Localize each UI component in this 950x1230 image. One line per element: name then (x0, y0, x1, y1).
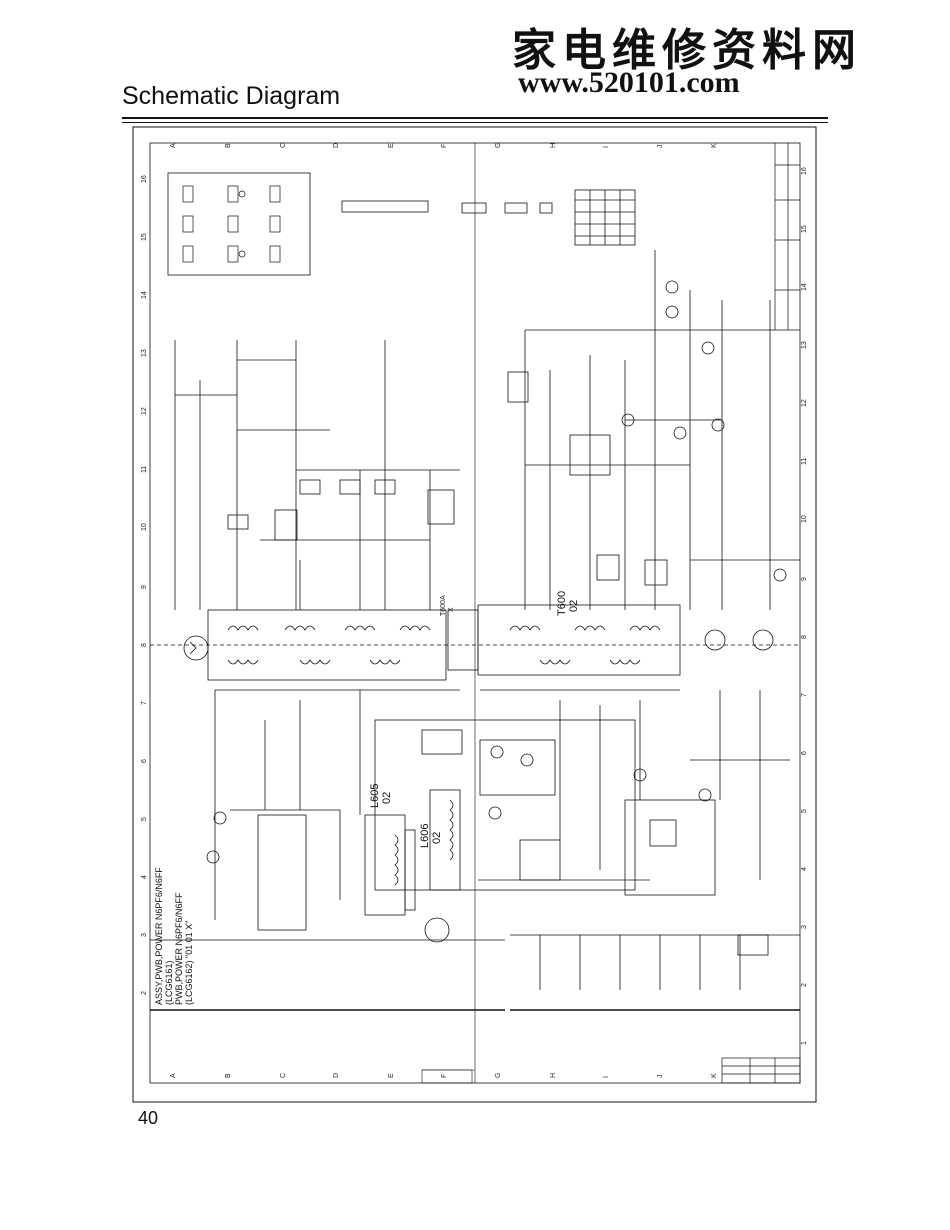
grid-row-right-16: 16 (801, 167, 808, 175)
grid-row-left-4: 4 (141, 875, 148, 879)
svg-text:T600A: T600A (440, 595, 447, 616)
grid-col-bottom-H: H (550, 1073, 557, 1078)
grid-col-top-E: E (388, 143, 395, 148)
header-rule-thin (122, 122, 828, 123)
grid-columns-top: A B C D E F G H I J K (170, 143, 718, 148)
grid-row-left-14: 14 (141, 291, 148, 299)
label-t600: T600 02 (556, 591, 580, 616)
grid-col-bottom-F: F (441, 1074, 448, 1078)
title-block-bottom (721, 1057, 801, 1084)
grid-col-top-H: H (550, 143, 557, 148)
svg-text:02: 02 (381, 792, 393, 804)
grid-col-bottom-B: B (225, 1073, 232, 1078)
grid-row-left-2: 2 (141, 991, 148, 995)
grid-col-top-K: K (711, 143, 718, 148)
bottom-center-box (421, 1069, 473, 1084)
svg-text:X: X (448, 607, 455, 612)
grid-row-right-11: 11 (801, 458, 808, 465)
grid-col-top-B: B (225, 143, 232, 148)
grid-row-left-6: 6 (141, 759, 148, 763)
grid-col-top-A: A (170, 143, 177, 148)
grid-row-left-9: 9 (141, 585, 148, 589)
grid-col-top-F: F (441, 144, 448, 148)
svg-text:02: 02 (431, 832, 443, 844)
grid-col-bottom-D: D (333, 1073, 340, 1078)
grid-col-bottom-I: I (603, 1076, 610, 1078)
grid-col-top-J: J (657, 145, 664, 149)
grid-col-top-G: G (495, 143, 502, 148)
grid-row-right-8: 8 (801, 635, 808, 639)
connectors-top (341, 189, 636, 246)
label-t600a: T600A X (440, 595, 455, 616)
grid-row-left-15: 15 (141, 233, 148, 241)
grid-row-right-4: 4 (801, 867, 808, 871)
header-rule-thick (122, 117, 828, 119)
legend-symbols (182, 185, 281, 263)
grid-col-bottom-E: E (388, 1073, 395, 1078)
grid-row-right-14: 14 (801, 283, 808, 291)
grid-row-left-10: 10 (141, 523, 148, 531)
grid-col-bottom-J: J (657, 1075, 664, 1079)
label-l605: L605 02 (369, 784, 393, 808)
model-text-block: ASSY,PWB,POWER N6PF6/N6FF (LCG6161) PWB,… (154, 867, 194, 1005)
grid-row-left-5: 5 (141, 817, 148, 821)
svg-text:L605: L605 (369, 784, 381, 808)
watermark-url: www.520101.com (518, 66, 740, 99)
circuit-wiring (150, 143, 800, 1083)
svg-text:PWB,POWER N6PF6/N6FF: PWB,POWER N6PF6/N6FF (174, 892, 184, 1005)
grid-col-bottom-A: A (170, 1073, 177, 1078)
grid-row-right-1: 1 (801, 1041, 808, 1045)
grid-col-top-C: C (280, 143, 287, 148)
grid-row-right-2: 2 (801, 983, 808, 987)
watermark-chinese-logo: 家电维修资料网 (512, 25, 862, 76)
grid-row-right-5: 5 (801, 809, 808, 813)
grid-row-left-8: 8 (141, 643, 148, 647)
grid-row-left-11: 11 (141, 466, 148, 473)
grid-col-top-I: I (603, 146, 610, 148)
title-block-right (774, 143, 800, 330)
grid-row-right-3: 3 (801, 925, 808, 929)
grid-col-bottom-C: C (280, 1073, 287, 1078)
schematic-outer-frame (132, 126, 817, 1103)
svg-text:T600: T600 (556, 591, 568, 616)
grid-row-right-7: 7 (801, 693, 808, 697)
grid-row-left-16: 16 (141, 175, 148, 183)
grid-col-top-D: D (333, 143, 340, 148)
component-legend-box (167, 172, 311, 276)
grid-columns-bottom: A B C D E F G H I J K (170, 1073, 718, 1078)
grid-row-left-3: 3 (141, 933, 148, 937)
svg-text:(LCG6161): (LCG6161) (164, 960, 174, 1005)
grid-row-right-6: 6 (801, 751, 808, 755)
grid-row-right-10: 10 (801, 515, 808, 523)
grid-row-left-7: 7 (141, 701, 148, 705)
svg-text:L606: L606 (419, 824, 431, 848)
grid-row-right-9: 9 (801, 577, 808, 581)
grid-row-right-15: 15 (801, 225, 808, 233)
grid-row-right-13: 13 (801, 341, 808, 349)
grid-row-right-12: 12 (801, 399, 808, 407)
grid-row-left-13: 13 (141, 349, 148, 357)
grid-row-left-12: 12 (141, 407, 148, 415)
grid-col-bottom-G: G (495, 1073, 502, 1078)
label-l606: L606 02 (419, 824, 443, 848)
svg-text:ASSY,PWB,POWER N6PF6/N6FF: ASSY,PWB,POWER N6PF6/N6FF (154, 867, 164, 1005)
grid-rows-left: 2 3 4 5 6 7 8 9 10 11 12 13 14 15 16 (141, 175, 148, 995)
grid-col-bottom-K: K (711, 1073, 718, 1078)
svg-text:(LCG6162) "01 01 X": (LCG6162) "01 01 X" (184, 921, 194, 1005)
svg-text:02: 02 (568, 600, 580, 612)
page-title: Schematic Diagram (122, 82, 341, 110)
page-number: 40 (138, 1108, 159, 1128)
